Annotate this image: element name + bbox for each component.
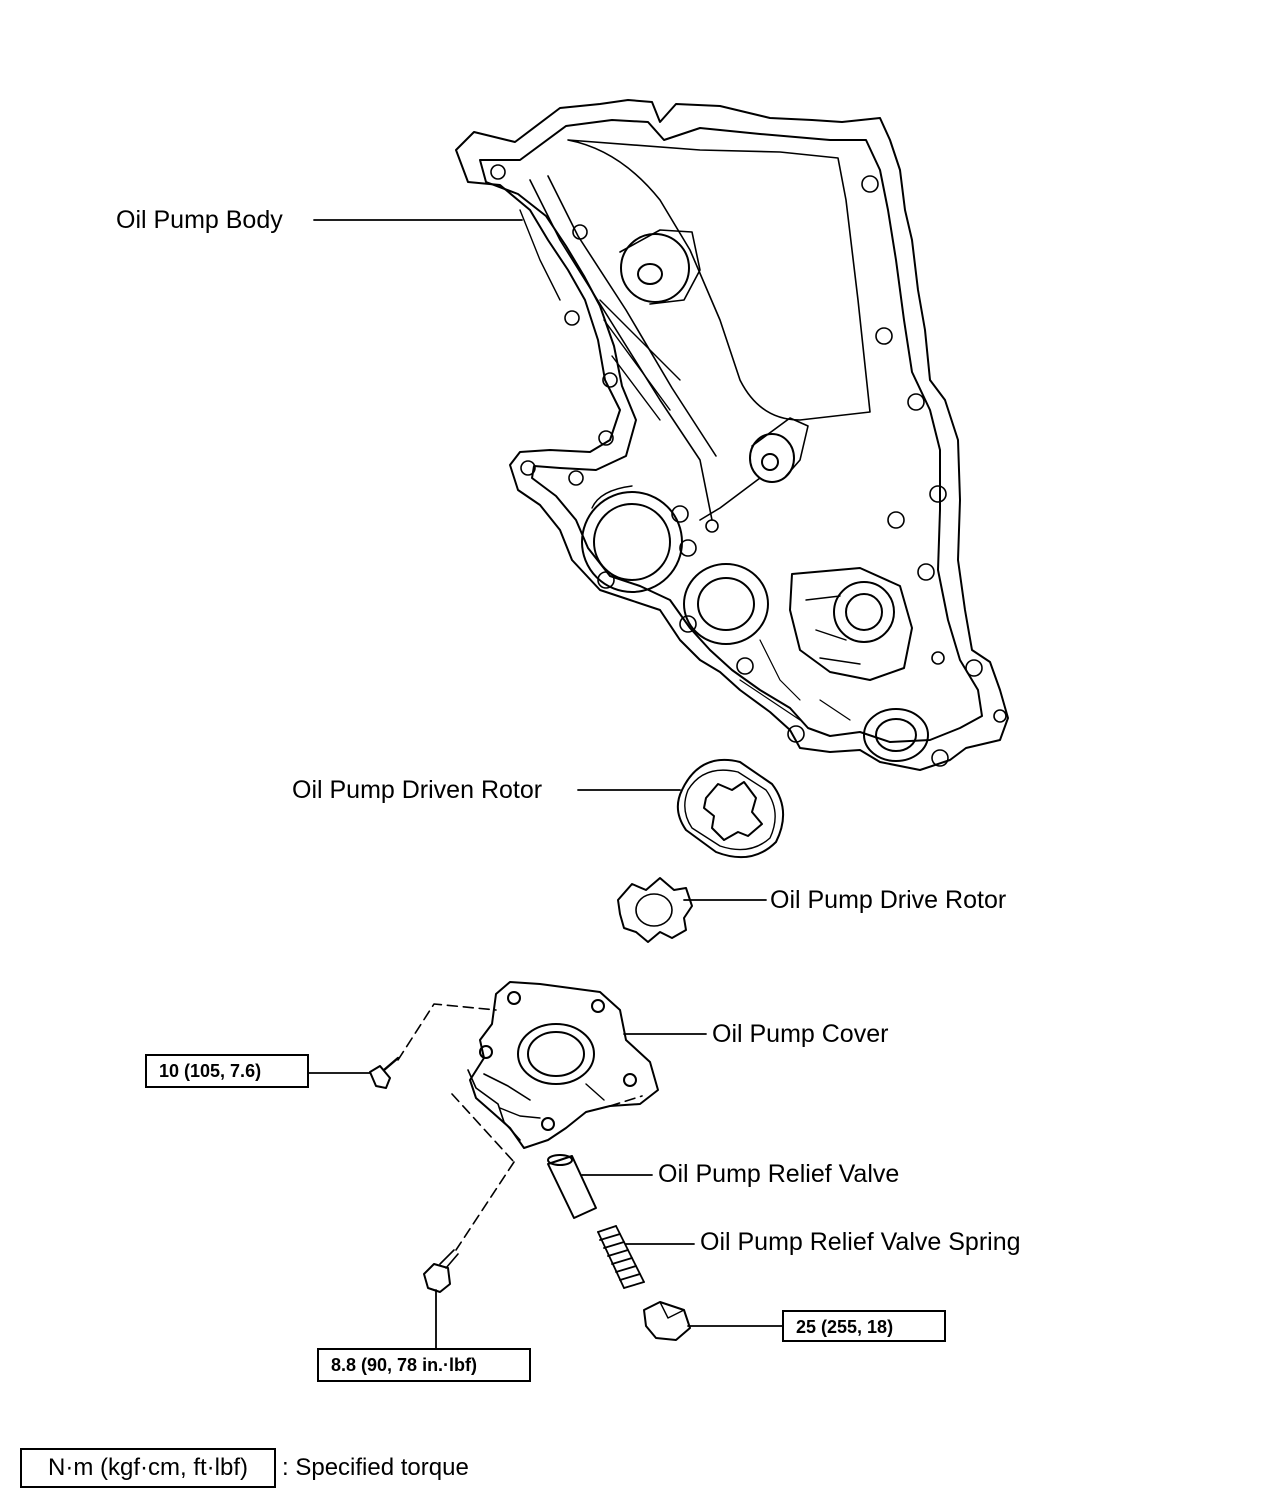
- driven-rotor-drawing: [676, 758, 785, 859]
- cover-bolt-drawing: [423, 1249, 459, 1293]
- label-oil-pump-relief-valve: Oil Pump Relief Valve: [658, 1160, 900, 1188]
- relief-valve-spring-drawing: [597, 1225, 645, 1289]
- relief-valve-drawing: [547, 1154, 597, 1219]
- label-oil-pump-relief-valve-spring: Oil Pump Relief Valve Spring: [700, 1228, 1021, 1256]
- drive-rotor-drawing: [617, 877, 693, 943]
- label-oil-pump-driven-rotor: Oil Pump Driven Rotor: [292, 776, 543, 804]
- torque-box-cover-screw: 10 (105, 7.6): [145, 1054, 309, 1088]
- torque-box-relief-plug: 25 (255, 18): [782, 1310, 946, 1342]
- relief-plug-drawing: [643, 1301, 691, 1341]
- alignment-dashed-lines: [397, 1003, 643, 1251]
- oil-pump-cover-drawing: [467, 981, 659, 1149]
- torque-box-cover-bolt: 8.8 (90, 78 in.·lbf): [317, 1348, 531, 1382]
- legend-unit-box: N·m (kgf·cm, ft·lbf): [20, 1448, 276, 1488]
- leader-lines: [307, 219, 783, 1351]
- oil-pump-body-drawing: [455, 99, 1009, 771]
- cover-screw-drawing: [369, 1056, 400, 1089]
- label-oil-pump-body: Oil Pump Body: [116, 206, 283, 234]
- legend-description: : Specified torque: [282, 1454, 469, 1481]
- label-oil-pump-drive-rotor: Oil Pump Drive Rotor: [770, 886, 1007, 914]
- label-oil-pump-cover: Oil Pump Cover: [712, 1020, 889, 1048]
